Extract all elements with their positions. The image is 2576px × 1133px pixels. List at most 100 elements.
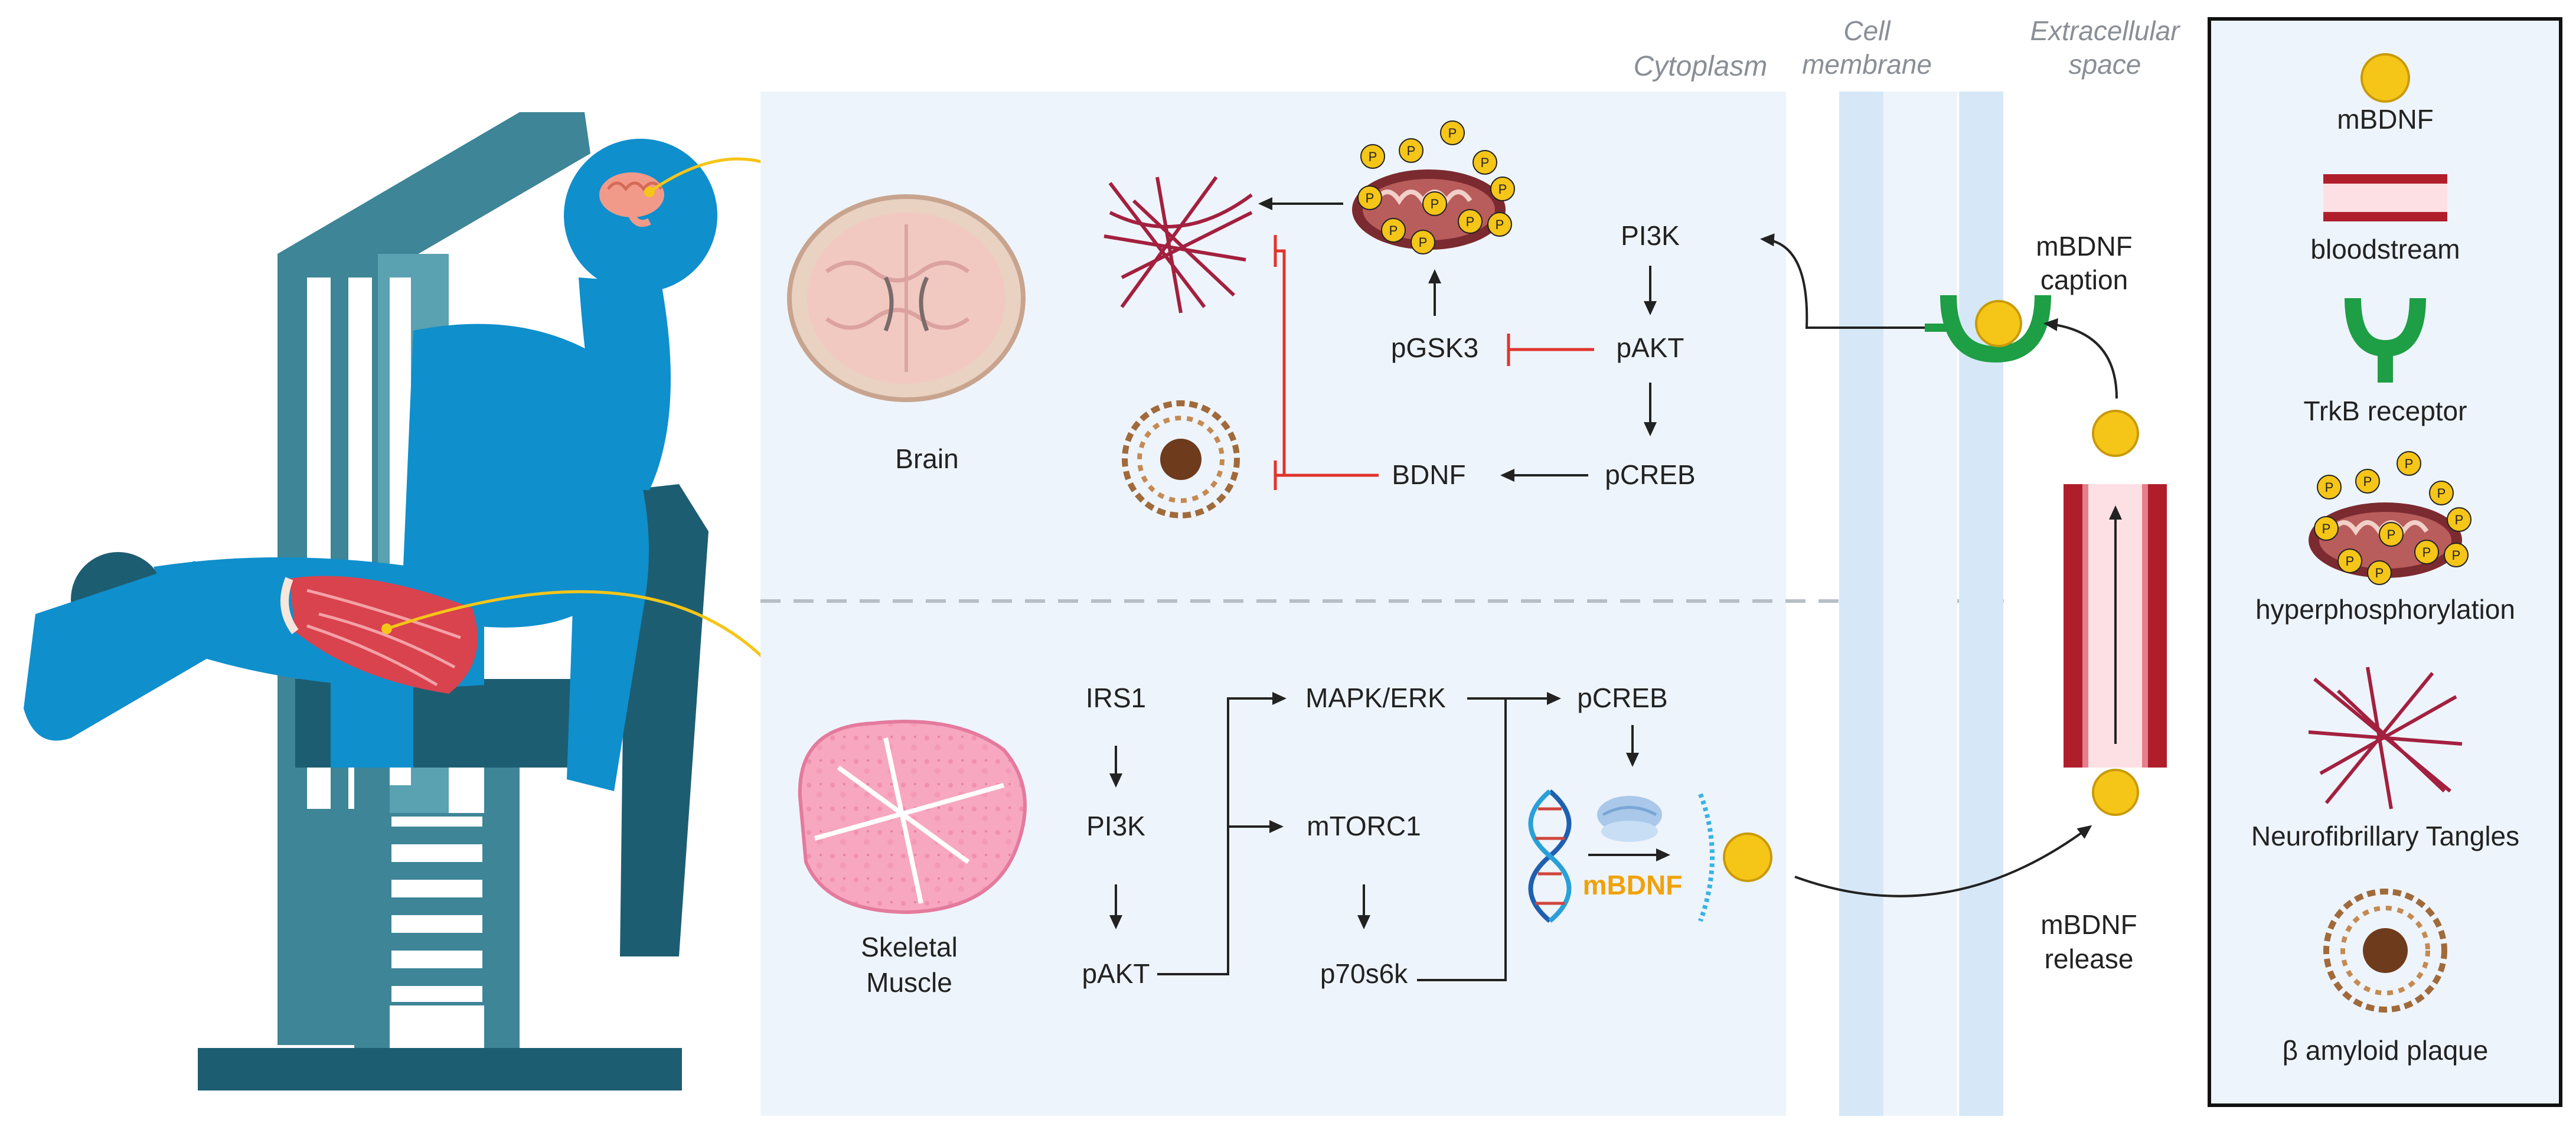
phosphate-label: P bbox=[2363, 474, 2372, 489]
cytoplasm-label: Cytoplasm bbox=[1634, 51, 1768, 82]
phosphate-label: P bbox=[1407, 143, 1416, 158]
phosphate-label: P bbox=[1369, 149, 1377, 164]
muscle-pcreb: pCREB bbox=[1577, 683, 1667, 713]
legend-item-tangles: Neurofibrillary Tangles bbox=[2251, 821, 2519, 851]
mbdnf-produced-molecule bbox=[1723, 832, 1772, 882]
weight-stack bbox=[388, 813, 486, 1005]
extracellular-label-2: space bbox=[2069, 49, 2141, 80]
muscle-pakt: pAKT bbox=[1082, 958, 1150, 989]
phosphate-circle bbox=[2317, 475, 2342, 499]
amyloid-plaque-icon bbox=[1122, 400, 1240, 518]
thigh-muscle-icon bbox=[280, 576, 478, 694]
mrna-icon bbox=[1698, 793, 1715, 922]
brain-pcreb: pCREB bbox=[1605, 459, 1695, 490]
phosphate-label: P bbox=[1419, 235, 1428, 250]
phosphate-circle bbox=[1458, 209, 1483, 234]
phosphate-label: P bbox=[2422, 545, 2431, 560]
muscle-mapk-erk: MAPK/ERK bbox=[1305, 683, 1446, 713]
exercise-machine-illustration bbox=[24, 112, 717, 1090]
legend-tangle-icon bbox=[2308, 667, 2463, 809]
muscle-irs1: IRS1 bbox=[1086, 683, 1146, 713]
mbdnf-released-molecule bbox=[2092, 769, 2139, 816]
phosphate-circle bbox=[1381, 218, 1406, 243]
ribosome-icon bbox=[1597, 796, 1662, 842]
mbdnf-release-label-1: mBDNF bbox=[2040, 909, 2137, 940]
phosphate-circle bbox=[1411, 230, 1435, 254]
trkb-receptor-bound bbox=[1925, 295, 2051, 363]
phosphate-label: P bbox=[1498, 182, 1507, 197]
brain-pgsk3: pGSK3 bbox=[1391, 332, 1478, 363]
secretion-arrow bbox=[1794, 825, 2092, 897]
legend-plaque-icon bbox=[2323, 889, 2447, 1013]
phosphate-label: P bbox=[2346, 554, 2355, 569]
machine-base bbox=[198, 1048, 682, 1090]
mbdnf-caption-label-2: caption bbox=[2040, 265, 2128, 295]
brain-pakt: pAKT bbox=[1616, 332, 1684, 363]
neurofibrillary-tangle-icon bbox=[1103, 176, 1253, 314]
brain-organ bbox=[787, 194, 1026, 402]
phosphate-circle bbox=[2444, 543, 2469, 567]
legend-item-hyperphosphorylation: hyperphosphorylation bbox=[2255, 594, 2515, 625]
phosphate-label: P bbox=[1481, 155, 1490, 170]
phosphate-label: P bbox=[1448, 126, 1457, 141]
phosphate-circle bbox=[1360, 144, 1385, 169]
legend-item-mbdnf: mBDNF bbox=[2337, 104, 2434, 135]
phosphate-circle bbox=[2355, 469, 2380, 494]
muscle-pi3k: PI3K bbox=[1086, 811, 1145, 841]
phosphate-circle bbox=[1473, 150, 1497, 175]
phosphate-label: P bbox=[2452, 548, 2461, 563]
phosphate-circle bbox=[2397, 451, 2421, 476]
legend-bloodstream-icon bbox=[2323, 174, 2447, 221]
phosphate-circle bbox=[1487, 212, 1512, 237]
phosphate-circle bbox=[2414, 540, 2439, 564]
phosphate-label: P bbox=[2437, 486, 2446, 501]
mbdnf-caption-label-1: mBDNF bbox=[2036, 231, 2133, 262]
phosphate-label: P bbox=[2455, 512, 2464, 527]
mbdnf-release-label-2: release bbox=[2045, 943, 2134, 974]
muscle-label-2: Muscle bbox=[866, 967, 952, 998]
legend-item-trkb: TrkB receptor bbox=[2304, 396, 2467, 426]
phosphate-label: P bbox=[1366, 191, 1374, 205]
extracellular-label-1: Extracellular bbox=[2030, 15, 2180, 46]
phosphate-circle bbox=[1440, 120, 1465, 145]
phosphate-circle bbox=[1399, 138, 1424, 163]
legend-item-plaque: β amyloid plaque bbox=[2283, 1035, 2489, 1066]
phosphate-circle bbox=[1422, 191, 1447, 216]
person-lower-leg bbox=[24, 561, 213, 741]
phosphate-circle bbox=[2379, 522, 2404, 547]
brain-pi3k: PI3K bbox=[1621, 220, 1680, 251]
bloodstream-vessel bbox=[2064, 484, 2167, 768]
phosphate-circle bbox=[2337, 548, 2362, 573]
brain-pathway-arrows bbox=[1258, 197, 1657, 482]
phosphate-label: P bbox=[2322, 521, 2331, 536]
phosphate-circle bbox=[2429, 481, 2454, 505]
mbdnf-product-label: mBDNF bbox=[1583, 870, 1683, 900]
skeletal-muscle-organ bbox=[798, 720, 1027, 915]
head-brain-icon bbox=[587, 151, 694, 257]
phosphate-circle bbox=[2314, 516, 2339, 541]
brain-inhibition-lines bbox=[1274, 235, 1594, 490]
cell-membrane-label-2: membrane bbox=[1802, 49, 1932, 80]
phosphate-label: P bbox=[2387, 527, 2396, 542]
muscle-p70s6k: p70s6k bbox=[1320, 958, 1408, 989]
legend-mbdnf-icon bbox=[2360, 53, 2410, 103]
muscle-label-1: Skeletal bbox=[861, 932, 958, 962]
muscle-mtorc1: mTORC1 bbox=[1307, 811, 1421, 841]
legend-trkb-icon bbox=[2345, 298, 2426, 383]
brain-label: Brain bbox=[895, 443, 958, 474]
mbdnf-free-molecule bbox=[2092, 410, 2139, 457]
phosphate-label: P bbox=[2405, 456, 2414, 471]
receptor-to-pi3k-arrow bbox=[1760, 233, 1925, 329]
caption-arrow bbox=[2043, 318, 2118, 399]
phosphate-circle bbox=[1490, 177, 1515, 201]
machine-top-frame bbox=[277, 112, 590, 277]
phosphate-circle bbox=[2447, 507, 2471, 532]
cell-membrane bbox=[1839, 92, 2003, 1116]
phosphate-circle bbox=[2367, 560, 2392, 585]
phosphate-label: P bbox=[1431, 197, 1439, 211]
phosphate-label: P bbox=[2375, 566, 2384, 580]
